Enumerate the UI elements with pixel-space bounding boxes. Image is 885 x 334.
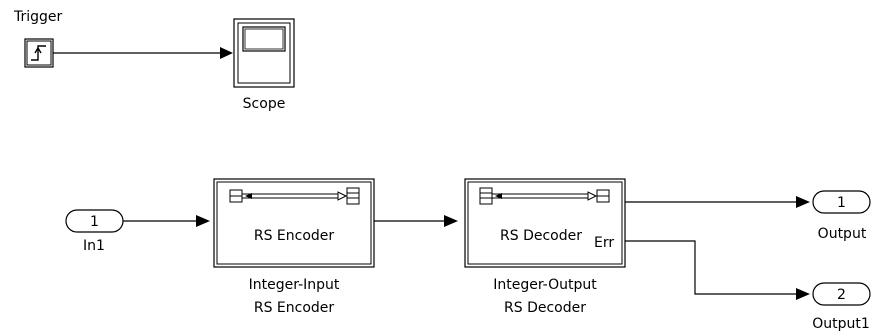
decoder-block-text: RS Decoder: [500, 228, 582, 244]
trigger-label: Trigger: [13, 9, 63, 25]
encoder-icon: [229, 187, 360, 205]
decoder-caption-line1: Integer-Output: [493, 277, 597, 293]
output-port[interactable]: 1 Output: [812, 190, 871, 242]
decoder-icon: [479, 187, 610, 205]
scope-label: Scope: [243, 96, 286, 112]
scope-block[interactable]: Scope: [233, 18, 295, 112]
in1-port[interactable]: 1 In1: [65, 209, 124, 254]
output-label: Output: [818, 226, 867, 242]
decoder-caption-line2: RS Decoder: [504, 300, 586, 316]
output1-port[interactable]: 2 Output1: [812, 282, 871, 332]
output-port-number: 1: [837, 195, 846, 211]
encoder-to-decoder-line: [374, 215, 458, 227]
encoder-caption-line2: RS Encoder: [254, 300, 335, 316]
rs-encoder-block[interactable]: RS Encoder Integer-Input RS Encoder: [213, 178, 375, 316]
rs-decoder-block[interactable]: RS Decoder Err Integer-Output RS Decoder: [464, 178, 626, 316]
trigger-to-scope-line: [53, 47, 233, 59]
decoder-err-port-label: Err: [594, 235, 614, 251]
scope-screen-icon: [242, 26, 286, 52]
decoder-to-output-line: [625, 196, 810, 208]
encoder-block-text: RS Encoder: [254, 228, 335, 244]
output1-port-number: 2: [837, 287, 846, 303]
err-to-output1-line: [625, 240, 810, 300]
output1-label: Output1: [812, 316, 870, 332]
in1-label: In1: [83, 238, 105, 254]
trigger-block[interactable]: Trigger: [13, 9, 63, 68]
in1-port-number: 1: [90, 214, 99, 230]
rising-edge-icon: [31, 45, 46, 61]
in1-to-encoder-line: [123, 215, 210, 227]
encoder-caption-line1: Integer-Input: [249, 277, 340, 293]
